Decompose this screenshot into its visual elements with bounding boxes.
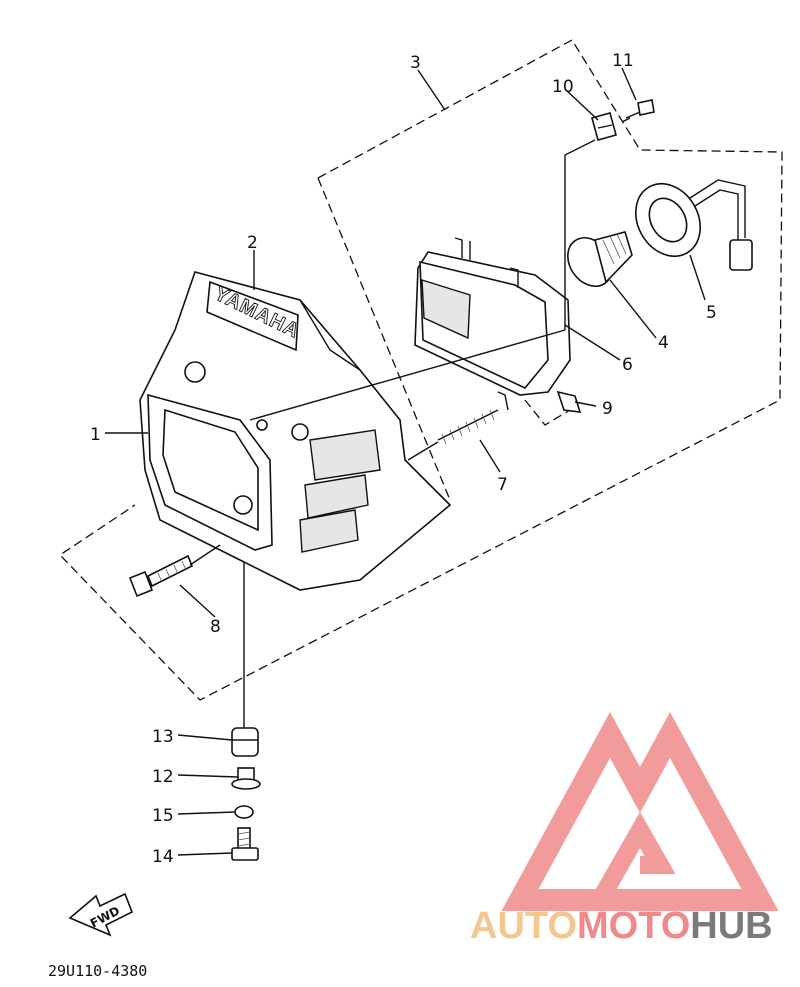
callout-2: 2 (247, 233, 258, 253)
callout-5: 5 (706, 303, 717, 323)
callout-9: 9 (602, 399, 613, 419)
part-1-headlight-cowl (139, 271, 452, 591)
callout-11: 11 (612, 51, 634, 71)
callout-13: 13 (152, 727, 174, 747)
leader-lines (105, 67, 706, 856)
part-15-washer (234, 805, 254, 819)
figure-code: 29U110-4380 (48, 962, 147, 980)
part-5-bulb-socket (635, 179, 753, 271)
watermark-text: AUTOMOTOHUB (470, 905, 773, 947)
part-7-adjuster-spring (407, 409, 499, 461)
fwd-arrow-icon: FWD (68, 892, 134, 937)
part-4-bulb (567, 231, 633, 287)
part-9-nut (556, 390, 582, 413)
callout-7: 7 (497, 475, 508, 495)
watermark-part-moto: MOTO (577, 905, 690, 947)
callout-labels: 1 2 3 4 5 6 7 8 9 10 11 12 13 14 15 (90, 51, 717, 867)
callout-15: 15 (152, 806, 174, 826)
callout-4: 4 (658, 333, 669, 353)
part-13-grommet (231, 727, 259, 757)
callout-6: 6 (622, 355, 633, 375)
watermark-logo-icon (501, 712, 779, 911)
part-6-headlight-unit (414, 237, 571, 411)
callout-12: 12 (152, 767, 174, 787)
part-8-bolt (128, 554, 194, 598)
watermark-part-auto: AUTO (470, 905, 577, 947)
part-14-bolt (231, 827, 259, 861)
callout-3: 3 (410, 53, 421, 73)
assembly-boundary-9 (524, 399, 571, 426)
part-2-emblem: YAMAHA (206, 280, 304, 352)
part-12-collar (231, 767, 261, 790)
watermark-part-hub: HUB (690, 905, 772, 947)
callout-10: 10 (552, 77, 574, 97)
callout-14: 14 (152, 847, 174, 867)
assembly-boundary-3 (58, 39, 783, 701)
part-11-screw (621, 99, 655, 123)
callout-8: 8 (210, 617, 221, 637)
callout-1: 1 (90, 425, 101, 445)
